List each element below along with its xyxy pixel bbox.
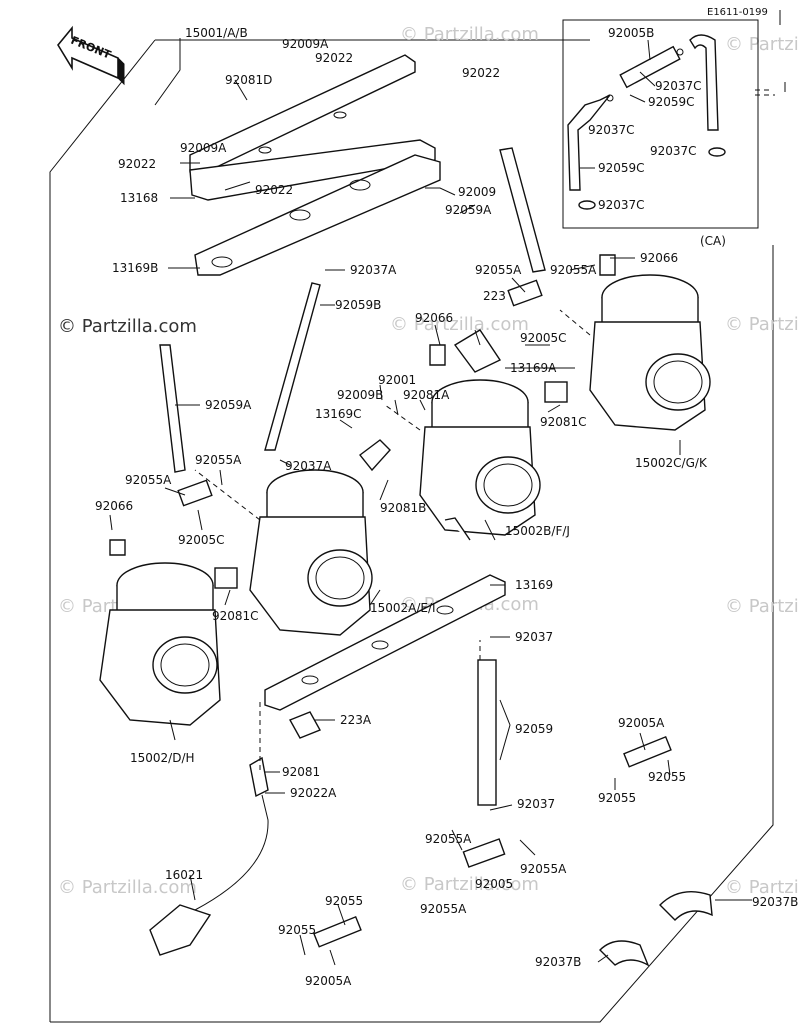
ca-callout-92037C-2: 92037C: [588, 123, 635, 137]
callout-15002BFJ: 15002B/F/J: [505, 524, 570, 538]
hoses: [159, 147, 672, 948]
watermark-4: © Partzilla.com: [725, 314, 800, 335]
carburetor-15002A-E-I: [249, 469, 373, 636]
callout-92055A-r1: 92055A: [475, 263, 522, 277]
callout-92059B: 92059B: [335, 298, 381, 312]
watermark-8: © Partzilla.com: [58, 877, 197, 898]
callout-92055-r1: 92055: [648, 770, 686, 784]
callout-92022-top1: 92022: [315, 51, 353, 65]
ca-label: (CA): [700, 234, 726, 248]
carburetor-15002-D-H: [99, 562, 221, 726]
carburetor-15002C-G-K: [589, 274, 711, 431]
callout-13169A: 13169A: [510, 361, 557, 375]
watermark-10: © Partzilla.com: [725, 877, 800, 898]
callout-92081D: 92081D: [225, 73, 272, 87]
callout-92022-top2: 92022: [462, 66, 500, 80]
callout-92005A-r: 92005A: [618, 716, 665, 730]
callout-223A: 223A: [340, 713, 372, 727]
callout-92009: 92009: [458, 185, 496, 199]
callout-92081C-r: 92081C: [540, 415, 587, 429]
ca-inset-box: (CA) 92005B 92037C 92059C 92037C 92037C …: [562, 19, 759, 248]
callout-92055A-l1: 92055A: [125, 473, 172, 487]
callout-15002DH: 15002/D/H: [130, 751, 195, 765]
front-arrow-icon: FRONT: [57, 25, 125, 86]
outer-boundary: [49, 39, 774, 1023]
callout-92001: 92001: [378, 373, 416, 387]
callout-92081A: 92081A: [403, 388, 450, 402]
callout-92081C-l: 92081C: [212, 609, 259, 623]
callout-92055A-r2: 92055A: [550, 263, 597, 277]
callout-92066-l: 92066: [95, 499, 133, 513]
callout-92037B-l: 92037B: [535, 955, 581, 969]
callout-92037A-top: 92037A: [350, 263, 397, 277]
diagram-id: E1611-0199: [707, 7, 768, 18]
callout-92009B: 92009B: [337, 388, 383, 402]
callout-15002CGK: 15002C/G/K: [635, 456, 708, 470]
callout-92005A-b: 92005A: [305, 974, 352, 988]
callout-92055A-b2: 92055A: [520, 862, 567, 876]
callout-92037-a: 92037: [515, 630, 553, 644]
callout-92059: 92059: [515, 722, 553, 736]
ca-callout-92037C-4: 92037C: [598, 198, 645, 212]
small-parts: [109, 254, 713, 967]
callout-92055-r2: 92055: [598, 791, 636, 805]
callout-92055-b2: 92055: [278, 923, 316, 937]
callout-92081B: 92081B: [380, 501, 426, 515]
watermark-main: © Partzilla.com: [58, 316, 197, 337]
lower-bracket-13169: [264, 574, 506, 711]
leader-lines: [109, 38, 775, 966]
callout-15002AEI: 15002A/E/I: [370, 601, 436, 615]
callout-92005C-r: 92005C: [520, 331, 567, 345]
watermark-1: © Partzilla.com: [400, 24, 539, 45]
callout-16021: 16021: [165, 868, 203, 882]
callout-92022-left: 92022: [118, 157, 156, 171]
callout-92081: 92081: [282, 765, 320, 779]
callout-92059A-top: 92059A: [445, 203, 492, 217]
watermarks: © Partzilla.com © Partzilla.com © Partzi…: [58, 24, 800, 898]
ca-callout-92059C-1: 92059C: [648, 95, 695, 109]
callout-92055A-b3: 92055A: [420, 902, 467, 916]
watermark-2: © Partzilla.com: [725, 34, 800, 55]
ca-callout-92005B: 92005B: [608, 26, 654, 40]
callout-92037B-r: 92037B: [752, 895, 798, 909]
callout-92005C-l: 92005C: [178, 533, 225, 547]
callout-92022-mid: 92022: [255, 183, 293, 197]
callout-92037-b: 92037: [517, 797, 555, 811]
watermark-7: © Partzilla.com: [725, 596, 800, 617]
callout-92055-b1: 92055: [325, 894, 363, 908]
upper-bracket-15001: [189, 54, 441, 276]
callout-92009A-mid: 92009A: [180, 141, 227, 155]
callout-13169B: 13169B: [112, 261, 158, 275]
callout-labels: 15001/A/B 92009A 92022 92022 92081D 9200…: [95, 26, 798, 988]
callout-92055A-l2: 92055A: [195, 453, 242, 467]
callout-92066-r: 92066: [640, 251, 678, 265]
callout-13168: 13168: [120, 191, 158, 205]
callout-92066-mid: 92066: [415, 311, 453, 325]
watermark-9: © Partzilla.com: [400, 874, 539, 895]
ca-callout-92037C-1: 92037C: [655, 79, 702, 93]
callout-92009A-top: 92009A: [282, 37, 329, 51]
callout-92022A: 92022A: [290, 786, 337, 800]
callout-13169C: 13169C: [315, 407, 362, 421]
watermark-3: © Partzilla.com: [390, 314, 529, 335]
callout-92055A-b1: 92055A: [425, 832, 472, 846]
callout-92005: 92005: [475, 877, 513, 891]
callout-92037A-mid: 92037A: [285, 459, 332, 473]
carburetor-15002B-F-J: [419, 379, 541, 536]
callout-15001: 15001/A/B: [185, 26, 248, 40]
callout-13169: 13169: [515, 578, 553, 592]
ca-callout-92037C-3: 92037C: [650, 144, 697, 158]
callout-223: 223: [483, 289, 506, 303]
callout-92059A-left: 92059A: [205, 398, 252, 412]
ca-callout-92059C-2: 92059C: [598, 161, 645, 175]
